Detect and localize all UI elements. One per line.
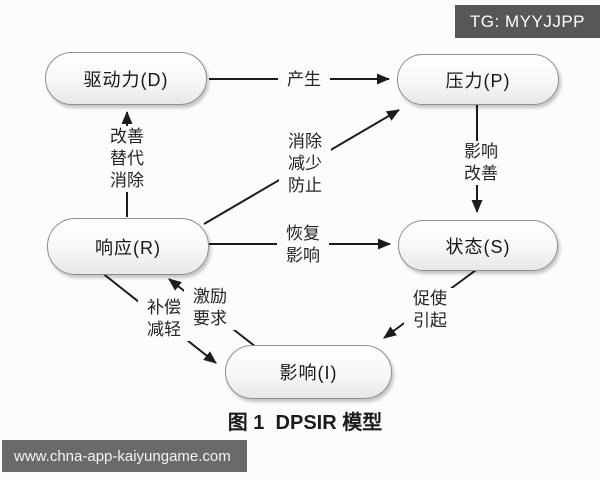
figure-caption: 图 1 DPSIR 模型 bbox=[227, 412, 383, 434]
edge-label-line: 产生 bbox=[287, 70, 321, 89]
edge-label-line: 防止 bbox=[288, 176, 322, 195]
edge-label-line: 消除 bbox=[110, 171, 144, 190]
edge-label-line: 促使 bbox=[413, 289, 447, 308]
edge-label-prompt-cause: 促使 引起 bbox=[404, 288, 456, 332]
edge-label-line: 改善 bbox=[464, 164, 498, 183]
edge-label-eliminate-reduce-prevent: 消除 减少 防止 bbox=[279, 131, 331, 197]
edge-label-stimulate-demand: 激励 要求 bbox=[184, 286, 236, 330]
tg-watermark-badge: TG: MYYJJPP bbox=[454, 5, 600, 38]
edge-label-affect-improve: 影响 改善 bbox=[455, 141, 507, 185]
edge-label-line: 激励 bbox=[193, 287, 227, 306]
edge-label-improve-replace-eliminate: 改善 替代 消除 bbox=[101, 126, 153, 192]
edge-label-line: 改善 bbox=[110, 127, 144, 146]
edge-label-line: 补偿 bbox=[147, 298, 181, 317]
edge-label-line: 引起 bbox=[413, 311, 447, 330]
node-driving-force: 驱动力(D) bbox=[45, 52, 207, 105]
node-impact: 影响(I) bbox=[225, 345, 392, 399]
node-response: 响应(R) bbox=[47, 218, 209, 275]
edge-label-line: 减少 bbox=[288, 154, 322, 173]
edge-label-line: 影响 bbox=[464, 142, 498, 161]
edge-label-produce: 产生 bbox=[278, 69, 330, 91]
edge-label-line: 恢复 bbox=[286, 224, 320, 243]
edge-label-line: 影响 bbox=[286, 246, 320, 265]
node-pressure: 压力(P) bbox=[397, 54, 559, 105]
edge-label-line: 替代 bbox=[110, 149, 144, 168]
edge-label-line: 减轻 bbox=[147, 320, 181, 339]
edge-label-line: 消除 bbox=[288, 132, 322, 151]
website-watermark-bar: www.chna-app-kaiyungame.com bbox=[2, 440, 247, 472]
edge-label-restore-affect: 恢复 影响 bbox=[277, 223, 329, 267]
edge-label-compensate-mitigate: 补偿 减轻 bbox=[138, 297, 190, 341]
node-state: 状态(S) bbox=[398, 220, 558, 271]
edge-label-line: 要求 bbox=[193, 309, 227, 328]
